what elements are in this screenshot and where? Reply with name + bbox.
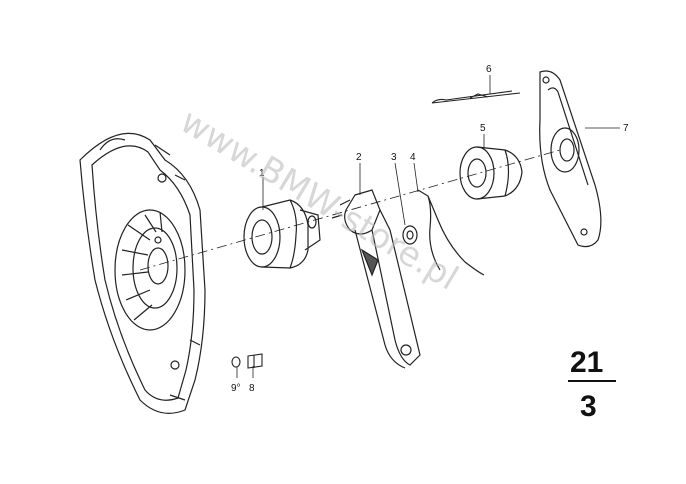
release-fork-drawing <box>331 189 421 369</box>
group-number-sub: 3 <box>580 390 597 423</box>
part-label-8: 8 <box>249 383 255 394</box>
dust-cover-drawing <box>539 70 602 248</box>
release-bearing-drawing <box>243 199 321 269</box>
wire-clip-drawing <box>431 90 521 104</box>
group-number-main: 21 <box>570 346 603 379</box>
part-label-4: 4 <box>410 152 416 163</box>
part-label-7: 7 <box>623 123 629 134</box>
leader-lines <box>236 75 620 378</box>
part-label-6: 6 <box>486 64 492 75</box>
part-label-2: 2 <box>356 152 362 163</box>
bushing-drawing <box>402 225 418 245</box>
part-label-9: 9° <box>231 383 241 394</box>
axis-line <box>139 149 561 271</box>
bolt-washer-drawing <box>231 353 263 369</box>
part-label-5: 5 <box>480 123 486 134</box>
guide-sleeve-drawing <box>459 146 523 200</box>
watermark-text: www.BMW-store.pl <box>173 101 465 298</box>
retaining-spring-drawing <box>417 189 485 276</box>
part-label-3: 3 <box>391 152 397 163</box>
pressure-plate-drawing <box>79 132 206 414</box>
part-label-1: 1 <box>259 168 265 179</box>
